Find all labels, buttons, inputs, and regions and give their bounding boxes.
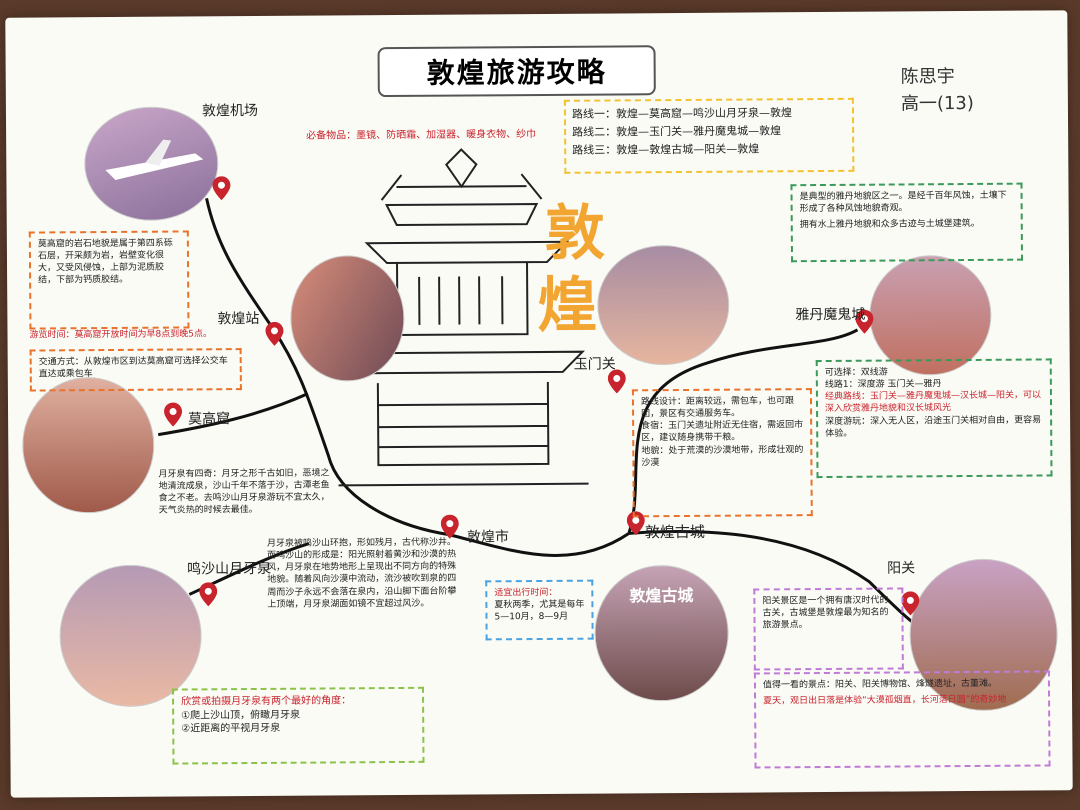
mogao-traffic-box: 交通方式：从敦煌市区到达莫高窟可选择公交车直达或乘包车 bbox=[29, 348, 242, 392]
route-1: 路线一：敦煌—莫高窟—鸣沙山月牙泉—敦煌 bbox=[571, 106, 793, 121]
yangguan-intro: 阳关景区是一个拥有唐汉时代的古关，古城堡是敦煌最为知名的旅游景点。 bbox=[762, 595, 889, 631]
season-text: 夏秋两季，尤其是每年5—10月，8—9月 bbox=[494, 599, 585, 623]
supplies-text: 必备物品：墨镜、防晒霜、加湿器、暖身衣物、纱巾 bbox=[306, 129, 537, 142]
author-block: 陈思宇 高一(13) bbox=[901, 63, 974, 118]
yadan-photo bbox=[868, 254, 992, 376]
photo-tip-2: ②近距离的平视月牙泉 bbox=[181, 722, 281, 735]
label-yadan: 雅丹魔鬼城 bbox=[795, 306, 866, 324]
yumen-food: 食宿：玉门关遗址附近无住宿，需返回市区，建议随身携带干粮。 bbox=[641, 420, 804, 444]
author-name: 陈思宇 bbox=[900, 66, 955, 88]
label-ancient-city: 敦煌古城 bbox=[644, 522, 705, 542]
author-class: 高一(13) bbox=[900, 92, 974, 115]
mingsha-info: 月牙泉被鸣沙山环抱，形如残月，古代称沙井。而鸣沙山的形成是：阳光照射着黄沙和沙漠… bbox=[266, 537, 457, 610]
route-3: 路线三：敦煌—敦煌古城—阳关—敦煌 bbox=[572, 142, 760, 158]
location-pin-icon bbox=[199, 582, 218, 607]
route-2: 路线二：敦煌—玉门关—雅丹魔鬼城—敦煌 bbox=[572, 124, 782, 139]
right-classic: 经典路线：玉门关—雅丹魔鬼城—汉长城—阳关，可以深入欣赏雅丹地貌和汉长城风光 bbox=[824, 390, 1042, 415]
label-city: 敦煌市 bbox=[466, 529, 509, 546]
yumen-design: 路线设计：距离较远，需包车，也可跟团，景区有交通服务车。 bbox=[640, 396, 795, 420]
yadan-line-1: 是典型的雅丹地貌区之一。是经千百年风蚀，土壤下形成了各种风蚀地貌奇观。 bbox=[799, 190, 1007, 215]
yumen-photo bbox=[596, 244, 730, 366]
ancient-city-photo: 敦煌古城 bbox=[594, 564, 730, 702]
airport-photo bbox=[83, 106, 219, 222]
mogao-time: 游览时间：莫高窟开放时间为早8点到晚5点。 bbox=[29, 329, 213, 341]
yumen-info-box: 路线设计：距离较远，需包车，也可跟团，景区有交通服务车。 食宿：玉门关遗址附近无… bbox=[631, 388, 813, 518]
label-airport: 敦煌机场 bbox=[201, 102, 259, 120]
page-title: 敦煌旅游攻略 bbox=[377, 45, 656, 98]
yadan-info-box: 是典型的雅丹地貌区之一。是经千百年风蚀，土壤下形成了各种风蚀地貌奇观。 拥有水上… bbox=[790, 182, 1024, 263]
routes-box: 路线一：敦煌—莫高窟—鸣沙山月牙泉—敦煌 路线二：敦煌—玉门关—雅丹魔鬼城—敦煌… bbox=[563, 97, 855, 174]
mogao-photo bbox=[21, 376, 155, 514]
mingsha-photo bbox=[59, 564, 203, 708]
label-mingsha: 鸣沙山月牙泉 bbox=[187, 560, 272, 578]
location-pin-icon bbox=[855, 309, 874, 334]
label-station: 敦煌站 bbox=[217, 310, 260, 328]
mogao-traffic: 交通方式：从敦煌市区到达莫高窟可选择公交车直达或乘包车 bbox=[38, 356, 228, 380]
yangguan-summer: 夏天，观日出日落是体验“大漠孤烟直，长河落日圆”的奇妙地 bbox=[763, 694, 1007, 707]
location-pin-icon bbox=[607, 369, 626, 394]
yadan-line-2: 拥有水上雅丹地貌和众多古迹与土城堡建筑。 bbox=[799, 219, 980, 231]
ancient-city-photo-caption: 敦煌古城 bbox=[629, 585, 694, 606]
location-pin-icon bbox=[164, 402, 183, 427]
yangguan-worth: 值得一看的景点：阳关、阳关博物馆、烽燧遗址，古董滩。 bbox=[762, 678, 998, 691]
location-pin-icon bbox=[212, 176, 231, 201]
label-mogao: 莫高窟 bbox=[188, 411, 231, 428]
airplane-icon bbox=[105, 139, 204, 180]
photo-tips-box: 欣赏或拍摄月牙泉有两个最好的角度： ①爬上沙山顶，俯瞰月牙泉 ②近距离的平视月牙… bbox=[171, 686, 425, 765]
location-pin-icon bbox=[626, 511, 645, 536]
season-title: 适宜出行时间： bbox=[494, 587, 558, 599]
big-char-huang: 煌 bbox=[537, 270, 598, 342]
crescent-info: 月牙泉有四奇：月牙之形千古如旧，恶境之地清流成泉，沙山千年不落于沙，古潭老鱼食之… bbox=[158, 468, 330, 517]
poster-paper: 敦煌旅游攻略 陈思宇 高一(13) 敦 煌 必备物品：墨镜、防晒霜、加湿器、暖身… bbox=[5, 10, 1073, 798]
mogao-info-box: 莫高窟的岩石地貌是属于第四系砾石层，开采颇为岩，岩壁变化很大，又受风侵蚀，上部为… bbox=[28, 230, 190, 330]
label-yangguan: 阳关 bbox=[887, 560, 916, 577]
mogao-desc: 莫高窟的岩石地貌是属于第四系砾石层，开采颇为岩，岩壁变化很大，又受风侵蚀，上部为… bbox=[37, 238, 173, 286]
season-box: 适宜出行时间： 夏秋两季，尤其是每年5—10月，8—9月 bbox=[485, 579, 594, 641]
right-deep: 深度游玩：深入无人区，沿途玉门关相对自由，更容易体验。 bbox=[825, 415, 1042, 439]
right-route-box: 可选择：双线游 线路1：深度游 玉门关—雅丹 经典路线：玉门关—雅丹魔鬼城—汉长… bbox=[815, 358, 1053, 479]
location-pin-icon bbox=[265, 321, 284, 346]
yangguan-info-box: 值得一看的景点：阳关、阳关博物馆、烽燧遗址，古董滩。 夏天，观日出日落是体验“大… bbox=[753, 670, 1051, 769]
big-char-dun: 敦 bbox=[544, 198, 606, 269]
yumen-feature: 地貌：处于荒漠的沙漠地带，形成壮观的沙漠 bbox=[641, 444, 804, 468]
label-yumen: 玉门关 bbox=[573, 356, 616, 373]
location-pin-icon bbox=[440, 514, 459, 539]
location-pin-icon bbox=[901, 591, 920, 616]
yangguan-intro-box: 阳关景区是一个拥有唐汉时代的古关，古城堡是敦煌最为知名的旅游景点。 bbox=[753, 587, 904, 671]
station-photo bbox=[289, 254, 405, 382]
